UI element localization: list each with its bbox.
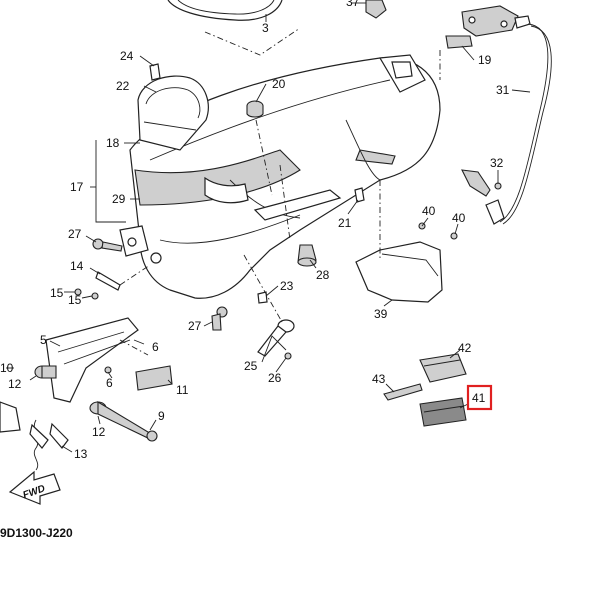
callout-11: 11 [176,383,189,397]
callout-21: 21 [338,216,352,230]
bracket-part-25 [243,254,295,357]
callout-29: 29 [112,192,126,206]
switch-part-32 [461,169,502,197]
callout-43: 43 [372,372,386,386]
callout-13: 13 [74,447,88,461]
callout-5: 5 [40,333,47,347]
callout-39: 39 [374,307,388,321]
latch-part-37 [365,0,387,19]
spring-part-13 [29,419,69,471]
seat-outline-part-3 [167,0,301,56]
callout-40a: 40 [422,204,436,218]
screw-part-26 [284,352,292,360]
bumper-part-12a [34,365,57,379]
cover-part-39 [355,180,443,303]
panel-part-5 [45,317,149,403]
callout-12b: 12 [92,425,106,439]
callout-6b: 6 [106,376,113,390]
callout-17: 17 [70,180,84,194]
callout-31: 31 [496,83,510,97]
manual-part-41 [419,397,467,427]
plug-part-20 [246,100,264,118]
callout-12a: 12 [8,377,22,391]
callout-27b: 27 [188,319,202,333]
grommet-part-28 [297,244,317,267]
nut-part-23 [257,291,268,304]
callout-28: 28 [316,268,330,282]
callout-37: 37 [346,0,360,9]
callout-15b: 15 [68,293,82,307]
callout-9: 9 [158,409,165,423]
wrench-part-43 [383,383,423,401]
cover-part-22 [137,63,209,151]
clip-part-21 [354,187,365,203]
diagram-code: 9D1300-J220 [0,526,73,540]
bracket-part-left [0,401,21,433]
rod-part-9 [89,401,158,442]
bolt-part-27a [92,238,123,252]
pad-part-11 [135,365,173,391]
callout-24: 24 [120,49,134,63]
callout-23: 23 [280,279,294,293]
screw-part-6b [104,366,112,374]
seat-lock-part [461,5,531,37]
screw-part-15b [91,292,99,300]
callout-42: 42 [458,341,472,355]
highlight-box-41 [466,384,493,411]
callout-32: 32 [490,156,504,170]
callout-labels: 3 37 19 20 22 24 31 18 17 29 32 27 21 40… [0,0,510,461]
callout-6a: 6 [152,340,159,354]
callout-18: 18 [106,136,120,150]
callout-15a: 15 [50,286,64,300]
fwd-arrow: FWD [8,470,61,505]
callout-27a: 27 [68,227,82,241]
bracket-part-14 [95,264,151,291]
callout-20: 20 [272,77,286,91]
callout-22: 22 [116,79,130,93]
callout-3: 3 [262,21,269,35]
callout-25: 25 [244,359,258,373]
tool-part-42 [419,353,467,383]
callout-10: 10 [0,361,14,375]
callout-40b: 40 [452,211,466,225]
callout-26: 26 [268,371,282,385]
bolt-part-27b [211,306,228,331]
callout-19: 19 [478,53,492,67]
cable-part-31 [485,23,552,225]
callout-14: 14 [70,259,84,273]
leader-lines [6,2,531,453]
screw-part-40b [450,232,458,240]
cap-part-19 [439,35,473,80]
callout-41: 41 [472,391,486,405]
